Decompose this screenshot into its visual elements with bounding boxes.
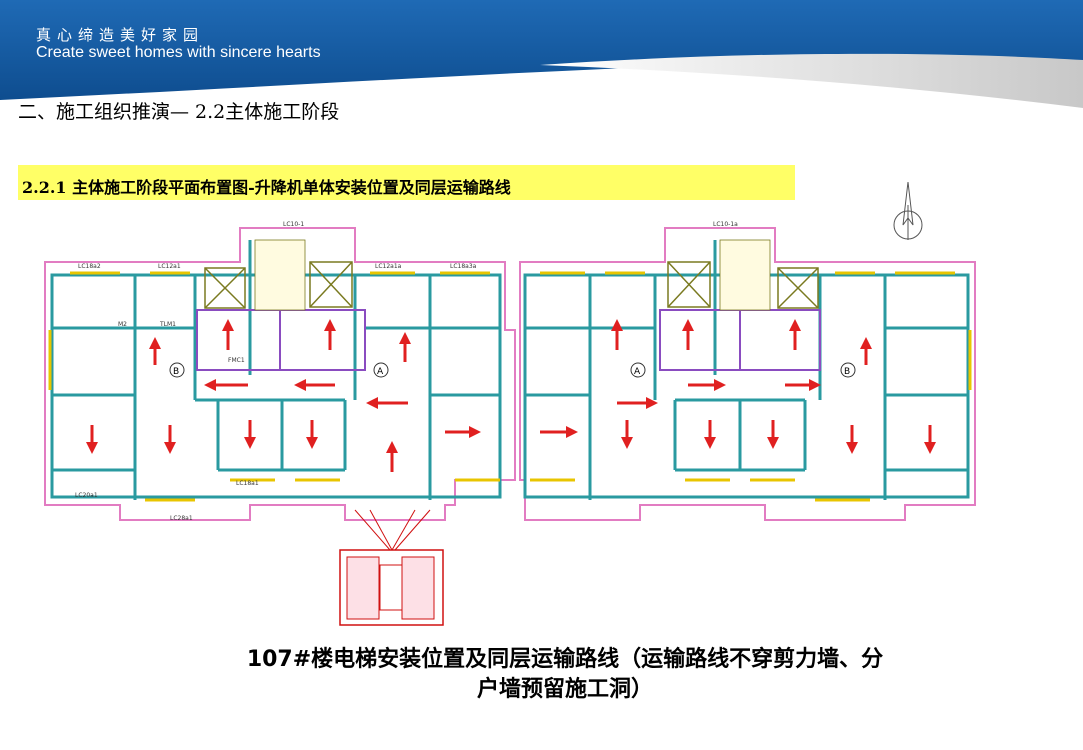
slogan-chinese: 真心缔造美好家园 [36,26,205,44]
label-lc12a1: LC12a1 [158,263,181,270]
floor-plan: LC10-1 LC10-1a LC18a2 LC12a1 LC12a1a LC1… [44,181,976,626]
label-lc18a1: LC18a1 [236,480,259,487]
stairwells [254,239,771,311]
label-fm: FMC1 [228,357,245,364]
subtitle-banner: 2.2.1 主体施工阶段平面布置图-升降机单体安装位置及同层运输路线 [18,165,795,200]
zone-label-a-left: A [377,367,384,377]
zone-label-a-right: A [634,367,641,377]
north-compass-icon [893,181,923,240]
header-banner [0,0,1083,108]
label-lc28a1: LC28a1 [170,515,193,522]
zone-label-b-right: B [844,367,850,377]
label-m2: M2 [118,321,127,328]
section-title: 二、施工组织推演— 2.2主体施工阶段 [18,101,340,123]
building-outline-right [519,227,976,521]
zone-markers: B A A B [169,362,856,378]
figure-caption: 107#楼电梯安装位置及同层运输路线（运输路线不穿剪力墙、分 户墙预留施工洞） [140,645,990,705]
partitions [196,309,821,371]
construction-hoist-icon [339,509,444,626]
label-lc18a3a: LC18a3a [450,263,477,270]
subtitle: 2.2.1 主体施工阶段平面布置图-升降机单体安装位置及同层运输路线 [22,178,511,197]
label-lc10-left: LC10-1 [283,221,304,228]
elevator-shafts [204,261,819,309]
label-lc10-right: LC10-1a [713,221,738,228]
label-lc20a1: LC20a1 [75,492,98,499]
zone-label-b-left: B [173,367,179,377]
label-lc18a2: LC18a2 [78,263,101,270]
walls-left [50,240,502,500]
caption-line-1: 107#楼电梯安装位置及同层运输路线（运输路线不穿剪力墙、分 [246,647,884,672]
transport-arrows [86,319,936,472]
windows [48,271,972,502]
caption-line-2: 户墙预留施工洞） [476,677,653,702]
plan-labels: LC10-1 LC10-1a LC18a2 LC12a1 LC12a1a LC1… [75,221,738,522]
label-lc12a1a: LC12a1a [375,263,402,270]
slogan-english: Create sweet homes with sincere hearts [36,44,321,61]
label-tlm1: TLM1 [159,321,176,328]
building-outline-left [44,227,516,521]
